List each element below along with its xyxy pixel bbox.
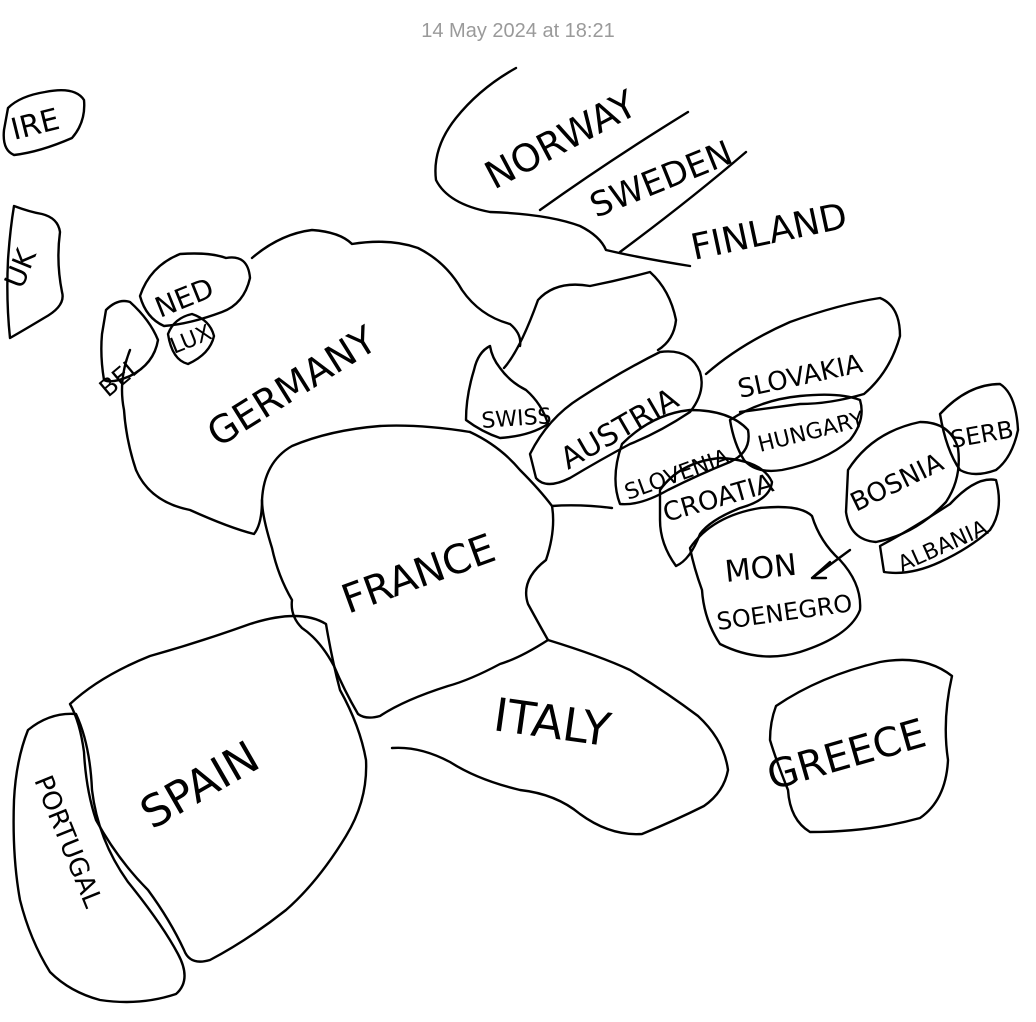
switzerland-outline [464,344,550,440]
greece-outline [768,658,954,834]
netherlands-outline [138,252,252,328]
austria-north-outline [502,270,678,370]
albania-label: ALBANIA [894,516,991,578]
italy-outline [390,504,730,836]
region-croatia: CROATIA [658,456,777,568]
austria-outline [528,350,703,486]
slovenia-outline [614,408,750,506]
region-ireland: IRE [2,89,86,157]
hungary-label: HUNGARY [755,407,867,458]
serbia-outline [938,382,1020,476]
region-serbia: SERB [938,382,1020,476]
region-montenegro: MON SOENEGRO [688,505,862,658]
albania-outline [878,478,1001,575]
france-outline [260,430,555,719]
montenegro-outline [688,505,862,658]
portugal-label: PORTUGAL [28,771,108,912]
luxembourg-label: LUX [167,321,216,360]
scandinavia-outline [434,66,692,268]
bosnia-label: BOSNIA [846,448,949,519]
sweden-finland-divider [618,150,748,254]
region-bosnia: BOSNIA [844,420,960,544]
region-uk: UK [0,204,64,340]
austria-label: AUSTRIA [555,381,686,477]
hungary-outline [728,393,863,473]
connector-arrow [810,548,852,580]
ireland-outline [2,89,86,157]
portugal-outline [12,712,186,1004]
belgium-outline [100,299,160,383]
slovakia-outline [704,296,902,414]
region-switzerland: SWISS [464,344,553,440]
region-scandinavia: NORWAY SWEDEN FINLAND [434,66,851,269]
region-germany: GERMANY [120,228,522,536]
luxembourg-outline [166,312,216,366]
croatia-outline [658,456,774,568]
bosnia-outline [844,420,960,544]
serbia-label: SERB [948,415,1015,454]
region-spain: SPAIN [68,614,368,963]
finland-label: FINLAND [687,196,850,269]
norway-sweden-divider [538,110,690,212]
germany-outline [120,228,522,536]
uk-outline [6,204,64,340]
spain-outline [68,614,368,963]
region-austria: AUSTRIA [502,270,703,486]
note-timestamp: 14 May 2024 at 18:21 [421,20,615,42]
region-benelux: BEL NED LUX [94,252,252,403]
region-france: FRANCE [260,430,555,719]
greece-label: GREECE [762,711,931,800]
montenegro-label: MON [723,548,798,590]
italy-label: ITALY [490,687,614,757]
ireland-label: IRE [7,102,63,148]
region-greece: GREECE [762,658,954,834]
switzerland-label: SWISS [481,404,553,434]
spain-label: SPAIN [132,732,268,840]
region-hungary: HUNGARY [728,393,867,473]
sweden-label: SWEDEN [584,133,738,226]
germany-label: GERMANY [199,317,384,456]
france-label: FRANCE [336,526,502,624]
montenegro-label-2: SOENEGRO [715,589,854,636]
region-portugal: PORTUGAL [12,712,186,1004]
